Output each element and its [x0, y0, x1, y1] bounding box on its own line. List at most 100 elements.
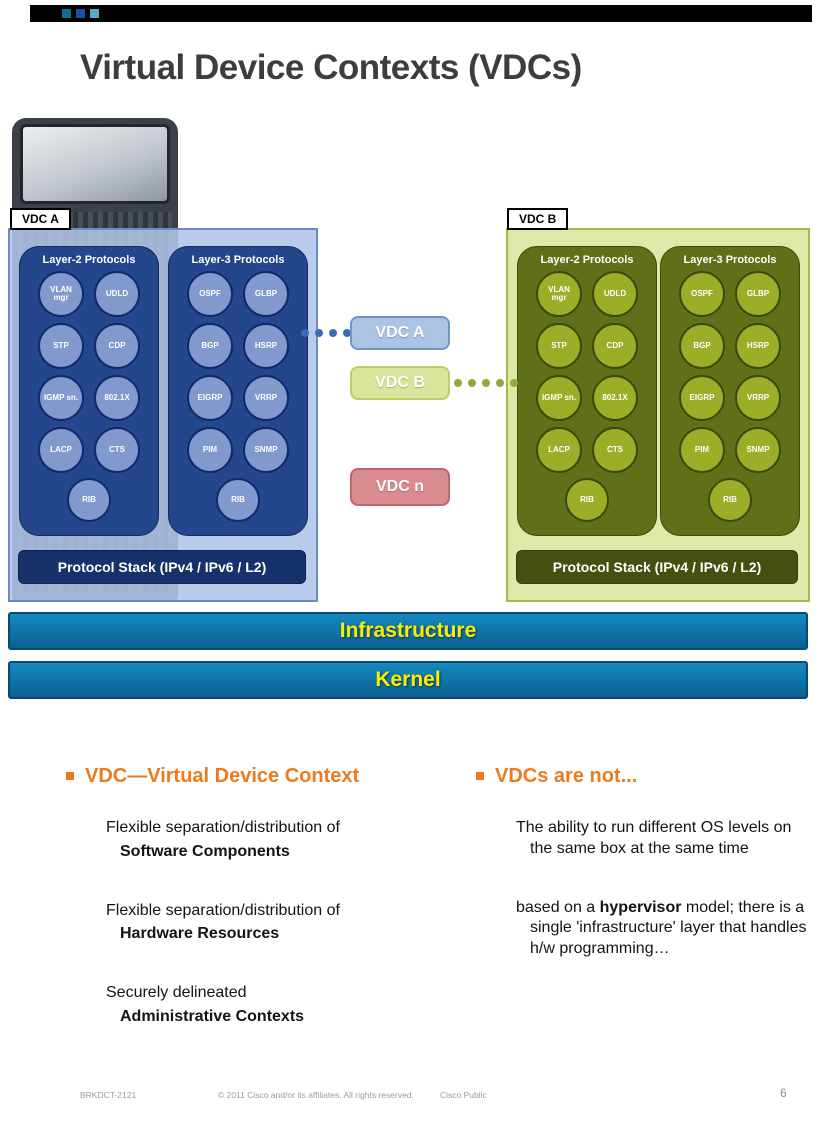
- top-decoration-bar: [30, 5, 812, 22]
- protocol-circle: CTS: [94, 427, 140, 473]
- protocol-circle: PIM: [187, 427, 233, 473]
- layer3-protocol-grid: OSPF GLBP BGP HSRP EIGRP VRRP PIM SNMP: [661, 271, 799, 473]
- item-line: Flexible separation/distribution of: [106, 819, 340, 836]
- protocol-circle: HSRP: [735, 323, 781, 369]
- bullet-square-icon: [66, 772, 74, 780]
- list-item: Securely delineated Administrative Conte…: [106, 983, 340, 1028]
- dot: [329, 329, 337, 337]
- vdc-a-layer2-box: Layer-2 Protocols VLAN mgr UDLD STP CDP …: [19, 246, 159, 536]
- classification-text: Cisco Public: [440, 1090, 487, 1100]
- protocol-circle: VRRP: [735, 375, 781, 421]
- vdc-b-chip: VDC B: [350, 366, 450, 400]
- page-number: 6: [780, 1086, 787, 1100]
- deco-square-lightblue: [90, 9, 99, 18]
- bullet-square-icon: [476, 772, 484, 780]
- protocol-circle: HSRP: [243, 323, 289, 369]
- item-line: based on a hypervisor model; there is a: [516, 898, 816, 919]
- item-line-bold: Hardware Resources: [120, 925, 280, 943]
- connector-dots-vdc-a: [301, 329, 351, 337]
- protocol-circle: 802.1X: [592, 375, 638, 421]
- item-line: h/w programming…: [530, 940, 670, 958]
- layer3-title: Layer-3 Protocols: [191, 254, 285, 266]
- protocol-circle-rib: RIB: [565, 478, 609, 522]
- item-line-bold: Software Components: [120, 842, 290, 860]
- protocol-circle: BGP: [679, 323, 725, 369]
- chassis-top-panel: [20, 124, 170, 204]
- protocol-circle: STP: [536, 323, 582, 369]
- copyright-text: © 2011 Cisco and/or its affiliates. All …: [218, 1090, 414, 1100]
- protocol-circle: UDLD: [94, 271, 140, 317]
- dot: [301, 329, 309, 337]
- vdc-a-panel: Layer-2 Protocols VLAN mgr UDLD STP CDP …: [8, 228, 318, 602]
- dot: [454, 379, 462, 387]
- protocol-circle: UDLD: [592, 271, 638, 317]
- protocol-circle: LACP: [38, 427, 84, 473]
- right-heading: VDCs are not...: [476, 765, 637, 788]
- vdc-b-panel: Layer-2 Protocols VLAN mgr UDLD STP CDP …: [506, 228, 810, 602]
- deco-square-blue: [76, 9, 85, 18]
- item-line: single 'infrastructure' layer that handl…: [530, 919, 807, 937]
- protocol-circle: EIGRP: [187, 375, 233, 421]
- left-items: Flexible separation/distribution of Soft…: [106, 818, 340, 1066]
- layer3-protocol-grid: OSPF GLBP BGP HSRP EIGRP VRRP PIM SNMP: [169, 271, 307, 473]
- dot: [315, 329, 323, 337]
- layer3-title: Layer-3 Protocols: [683, 254, 777, 266]
- list-item: based on a hypervisor model; there is a …: [516, 898, 816, 960]
- item-line: Securely delineated: [106, 984, 247, 1002]
- protocol-circle: IGMP sn.: [536, 375, 582, 421]
- dot: [496, 379, 504, 387]
- protocol-circle: CDP: [94, 323, 140, 369]
- item-line: Flexible separation/distribution of: [106, 901, 340, 919]
- item-line: The ability to run different OS levels o…: [516, 819, 792, 836]
- item-line-bold: Administrative Contexts: [120, 1007, 305, 1025]
- protocol-circle: 802.1X: [94, 375, 140, 421]
- protocol-circle: EIGRP: [679, 375, 725, 421]
- vdc-b-protocol-stack-bar: Protocol Stack (IPv4 / IPv6 / L2): [516, 550, 798, 584]
- list-item: Flexible separation/distribution of Hard…: [106, 901, 340, 946]
- vdc-b-layer3-box: Layer-3 Protocols OSPF GLBP BGP HSRP EIG…: [660, 246, 800, 536]
- vdc-a-layer3-box: Layer-3 Protocols OSPF GLBP BGP HSRP EIG…: [168, 246, 308, 536]
- vdc-b-tag: VDC B: [507, 208, 569, 230]
- layer2-title: Layer-2 Protocols: [42, 254, 136, 266]
- dot: [343, 329, 351, 337]
- item-text: model; there is a: [681, 898, 805, 916]
- vdc-a-chip: VDC A: [350, 316, 450, 350]
- protocol-circle: OSPF: [679, 271, 725, 317]
- protocol-circle: VLAN mgr: [536, 271, 582, 317]
- dot: [510, 379, 518, 387]
- infrastructure-bar: Infrastructure: [8, 612, 808, 650]
- vdc-n-chip: VDC n: [350, 468, 450, 506]
- list-item: Flexible separation/distribution of Soft…: [106, 818, 340, 863]
- item-line: the same box at the same time: [530, 839, 749, 857]
- protocol-circle: STP: [38, 323, 84, 369]
- vdc-b-layer2-box: Layer-2 Protocols VLAN mgr UDLD STP CDP …: [517, 246, 657, 536]
- protocol-circle: SNMP: [735, 427, 781, 473]
- kernel-bar: Kernel: [8, 661, 808, 699]
- protocol-circle: CDP: [592, 323, 638, 369]
- vdc-a-tag: VDC A: [10, 208, 71, 230]
- left-heading: VDC—Virtual Device Context: [66, 765, 359, 788]
- protocol-circle: GLBP: [735, 271, 781, 317]
- right-items: The ability to run different OS levels o…: [516, 818, 816, 998]
- session-id: BRKDCT-2121: [80, 1090, 137, 1100]
- protocol-circle: GLBP: [243, 271, 289, 317]
- protocol-circle: VLAN mgr: [38, 271, 84, 317]
- protocol-circle-rib: RIB: [67, 478, 111, 522]
- item-text-bold: hypervisor: [599, 898, 682, 916]
- layer2-title: Layer-2 Protocols: [540, 254, 634, 266]
- item-text: based on a: [516, 898, 600, 916]
- dot: [482, 379, 490, 387]
- protocol-circle: PIM: [679, 427, 725, 473]
- deco-square-teal: [62, 9, 71, 18]
- connector-dots-vdc-b: [454, 379, 518, 387]
- protocol-circle: IGMP sn.: [38, 375, 84, 421]
- dot: [468, 379, 476, 387]
- protocol-circle: SNMP: [243, 427, 289, 473]
- protocol-circle: OSPF: [187, 271, 233, 317]
- deco-squares: [62, 9, 99, 18]
- protocol-circle: CTS: [592, 427, 638, 473]
- protocol-circle: LACP: [536, 427, 582, 473]
- left-heading-text: VDC—Virtual Device Context: [85, 765, 360, 787]
- vdc-a-protocol-stack-bar: Protocol Stack (IPv4 / IPv6 / L2): [18, 550, 306, 584]
